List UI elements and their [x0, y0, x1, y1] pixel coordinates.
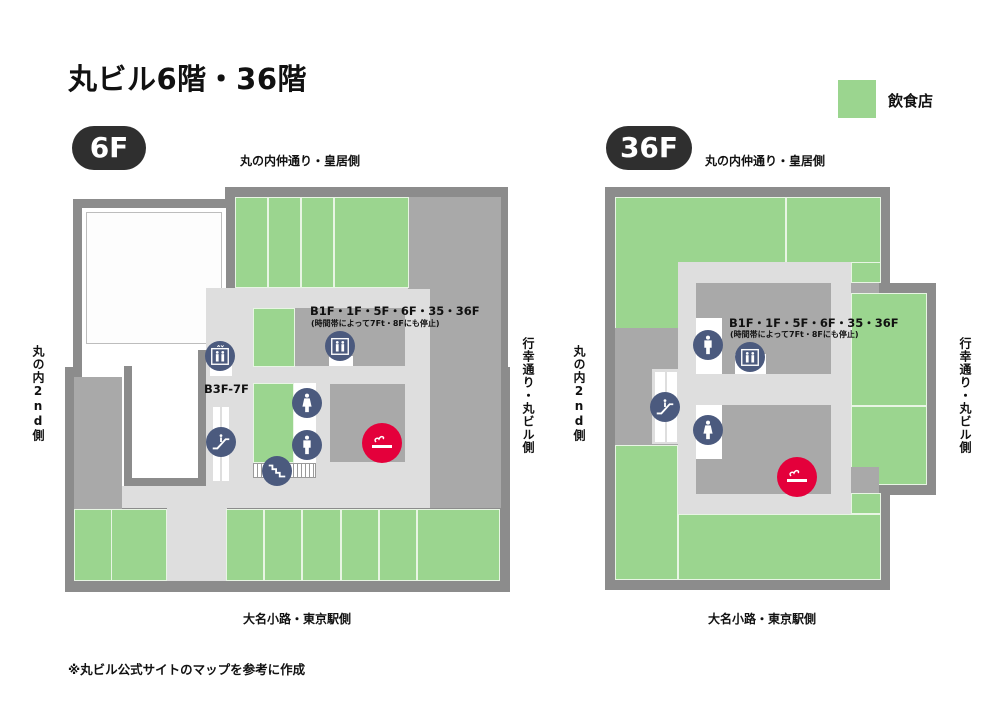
restaurant[interactable] [417, 509, 500, 581]
void-box [86, 212, 222, 344]
restaurant[interactable] [851, 293, 927, 406]
elevator-icon[interactable] [205, 341, 235, 371]
corridor [294, 366, 372, 384]
restaurant[interactable] [253, 308, 295, 367]
core-area [74, 377, 122, 530]
restaurant[interactable] [302, 509, 341, 581]
direction-right-6f: 行幸通り・丸ビル側 [521, 337, 535, 454]
restaurant[interactable] [334, 197, 409, 288]
womens-restroom-icon[interactable] [292, 388, 322, 418]
mens-restroom-icon[interactable] [693, 330, 723, 360]
direction-right-36f: 行幸通り・丸ビル側 [958, 337, 972, 454]
corridor [696, 374, 831, 405]
escalator-icon[interactable] [650, 392, 680, 422]
elevator-sub-floors-label-6f: B3F-7F [204, 382, 249, 396]
smoking-area-icon[interactable] [777, 457, 817, 497]
smoking-area-icon[interactable] [362, 423, 402, 463]
legend-restaurant-label: 飲食店 [888, 92, 934, 110]
mens-restroom-icon[interactable] [292, 430, 322, 460]
direction-bottom-6f: 大名小路・東京駅側 [243, 612, 352, 626]
elevator-icon[interactable] [735, 342, 765, 372]
corridor [167, 486, 227, 581]
restaurant[interactable] [264, 509, 302, 581]
page-title: 丸ビル6階・36階 [68, 62, 308, 96]
core-area [408, 197, 433, 289]
footnote: ※丸ビル公式サイトのマップを参考に作成 [68, 662, 306, 677]
restaurant[interactable] [268, 197, 301, 288]
direction-top-6f: 丸の内仲通り・皇居側 [240, 154, 361, 168]
restaurant[interactable] [253, 383, 294, 463]
elevator-floors-label-6f: B1F・1F・5F・6F・35・36F [310, 304, 480, 318]
restaurant[interactable] [678, 514, 881, 580]
elevator-note-6f: (時間帯によって7Ft・8Fにも停止) [311, 319, 440, 328]
legend-restaurant-swatch [838, 80, 876, 118]
wall [124, 478, 226, 486]
restaurant[interactable] [235, 197, 268, 288]
direction-left-36f: 丸の内2nd側 [572, 345, 586, 442]
restaurant[interactable] [379, 509, 417, 581]
elevator-door [329, 356, 353, 366]
restaurant[interactable] [301, 197, 334, 288]
stairs-icon[interactable] [262, 456, 292, 486]
womens-restroom-icon[interactable] [693, 415, 723, 445]
escalator-icon[interactable] [206, 427, 236, 457]
restaurant[interactable] [341, 509, 379, 581]
floor-badge-36f: 36F [606, 126, 692, 170]
core-area [430, 197, 501, 508]
floor-badge-6f: 6F [72, 126, 146, 170]
wall [198, 350, 206, 485]
restaurant[interactable] [615, 445, 678, 580]
restaurant[interactable] [851, 493, 881, 514]
restaurant[interactable] [851, 262, 881, 283]
elevator-door [210, 366, 232, 376]
elevator-icon[interactable] [325, 331, 355, 361]
restaurant[interactable] [111, 509, 167, 581]
direction-left-6f: 丸の内2nd側 [31, 345, 45, 442]
elevator-note-36f: (時間帯によって7Ft・8Fにも停止) [730, 330, 859, 339]
direction-bottom-36f: 大名小路・東京駅側 [708, 612, 817, 626]
restaurant[interactable] [226, 509, 264, 581]
core-area [851, 467, 879, 493]
direction-top-36f: 丸の内仲通り・皇居側 [705, 154, 826, 168]
wall [124, 366, 132, 490]
elevator-floors-label-36f: B1F・1F・5F・6F・35・36F [729, 316, 899, 330]
